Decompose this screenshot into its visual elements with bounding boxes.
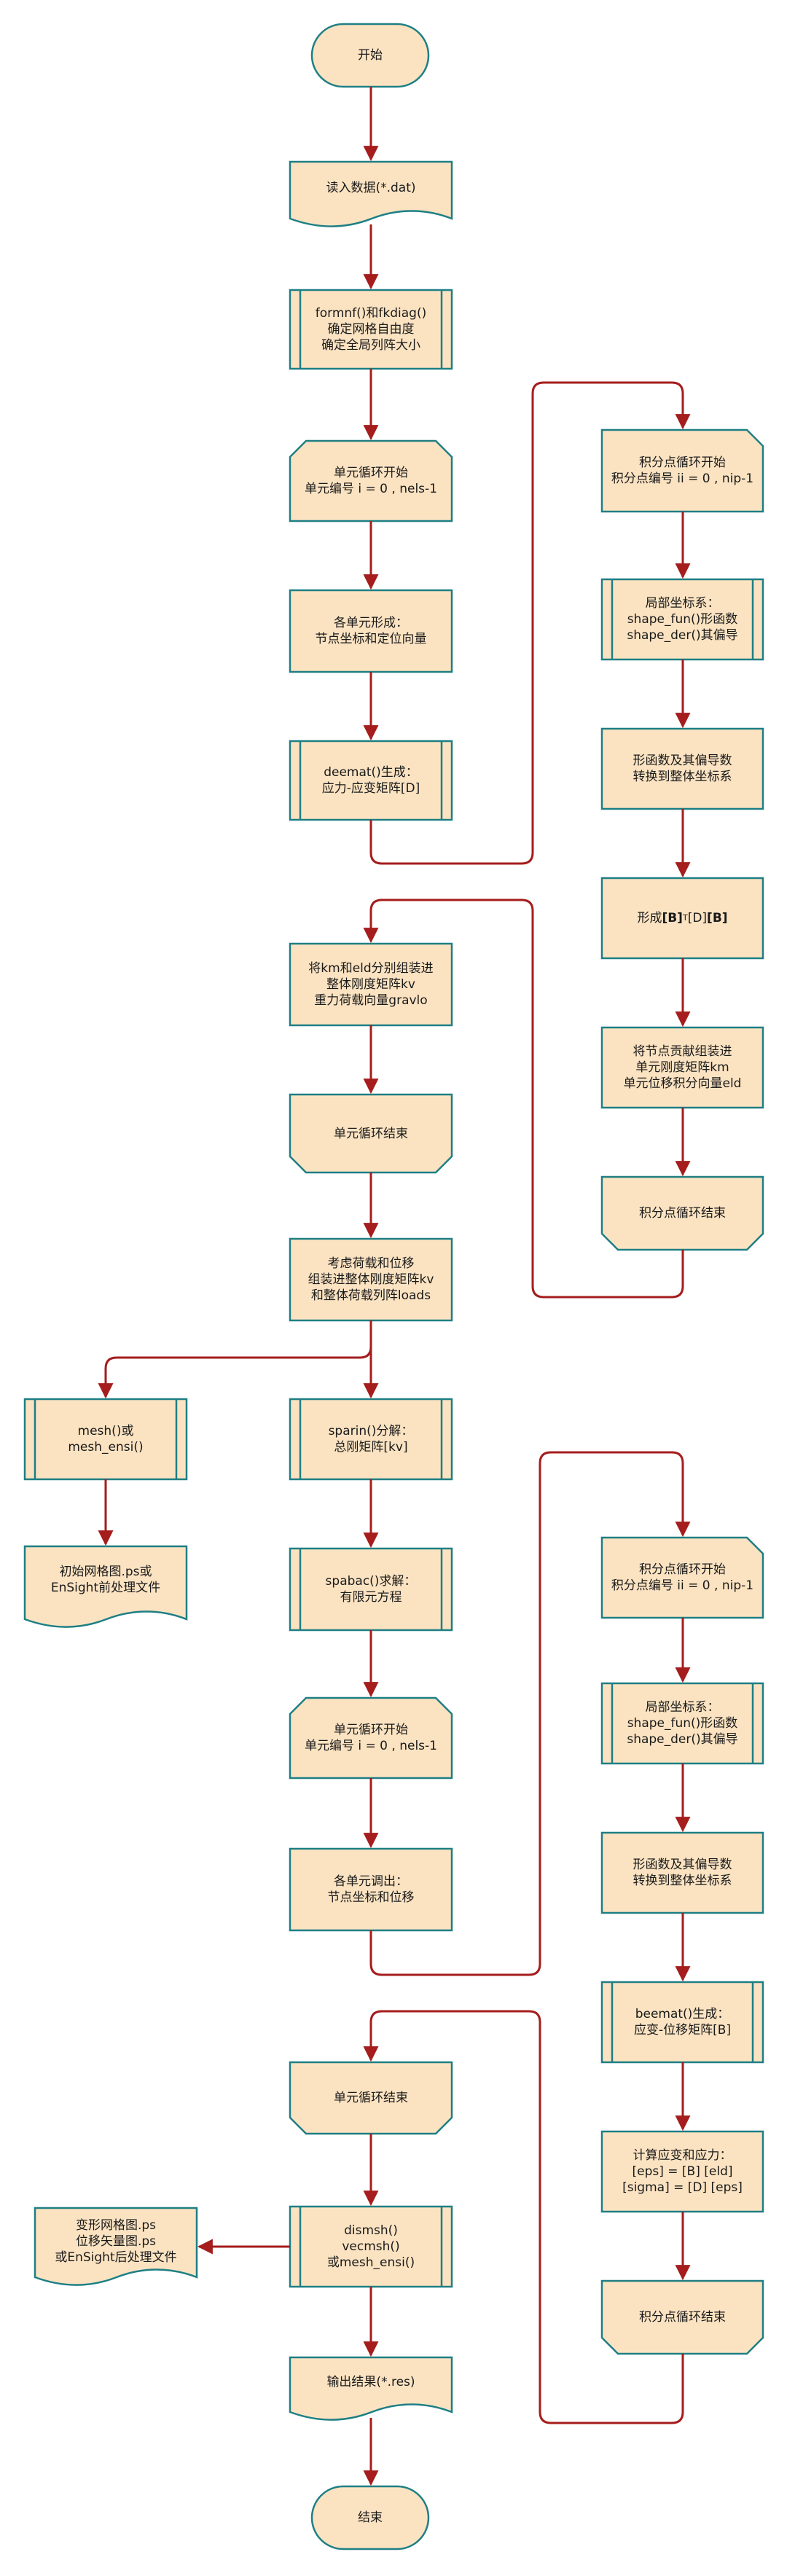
beemat-process (600, 1981, 764, 2064)
element-loop-end-label: 单元循环结束 (334, 1126, 408, 1141)
sparin-label: sparin()分解：总刚矩阵[kv] (328, 1424, 414, 1455)
output-label: 输出结果(*.res) (326, 2375, 415, 2389)
element-loop-end (289, 1093, 453, 1174)
end-label: 结束 (358, 2510, 383, 2525)
ip-loop1-start-label: 积分点循环开始积分点编号 ii = 0 , nip-1 (611, 455, 754, 486)
element-loop2-end-label: 单元循环结束 (334, 2091, 408, 2105)
dismsh-label: dismsh()vecmsh()或mesh_ensi() (326, 2223, 415, 2270)
element-recall-label: 各单元调出：节点坐标和位移 (327, 1874, 415, 1905)
sparin-process (289, 1398, 453, 1481)
ip2-local-process (600, 1682, 764, 1765)
ip1-local-process (600, 578, 764, 661)
beemat-label: beemat()生成：应变-位移矩阵[B] (633, 2007, 732, 2037)
mesh-output-document (23, 1545, 188, 1628)
element-loop-start-label: 单元循环开始单元编号 i = 0 , nels-1 (305, 466, 437, 496)
form-b-label: 形成[B]T[D] [B] (637, 911, 728, 925)
loop1-connector (369, 381, 691, 865)
ip2-transform-process (600, 1831, 764, 1914)
ip-loop2-end-label: 积分点循环结束 (639, 2310, 726, 2325)
element-loop2-start-label: 单元循环开始单元编号 i = 0 , nels-1 (305, 1723, 437, 1753)
ip-loop2-start (600, 1536, 764, 1619)
ip1-transform-label: 形函数及其偏导数转换到整体坐标系 (633, 753, 732, 784)
element-form-process (289, 589, 453, 673)
element-form-label: 各单元形成：节点坐标和定位向量 (315, 616, 427, 646)
ip2-transform-label: 形函数及其偏导数转换到整体坐标系 (633, 1857, 732, 1888)
read-data-document (289, 160, 453, 227)
element-loop2-end (289, 2061, 453, 2135)
stress-process (600, 2130, 764, 2213)
ip-loop1-end (600, 1175, 764, 1251)
ip-loop1-end-label: 积分点循环结束 (639, 1206, 726, 1221)
form-b-process (600, 877, 764, 960)
loop1-return (363, 899, 684, 1299)
deemat-process (289, 740, 453, 821)
output-document (289, 2356, 453, 2421)
formnf-process (289, 289, 453, 370)
spabac-label: spabac()求解：有限元方程 (325, 1574, 417, 1605)
start-label: 开始 (358, 48, 383, 63)
element-recall-process (289, 1847, 453, 1932)
loop2-connector (369, 1451, 691, 1976)
ip-loop2-end (600, 2279, 764, 2355)
dismsh-output-document (34, 2207, 198, 2286)
ip-loop2-start-label: 积分点循环开始积分点编号 ii = 0 , nip-1 (611, 1562, 754, 1593)
element-loop-start (289, 439, 453, 522)
mesh-branch (98, 1320, 372, 1399)
end-terminal (310, 2485, 430, 2550)
assemble-process (289, 942, 453, 1027)
read-data-label: 读入数据(*.dat) (326, 181, 416, 195)
deemat-label: deemat()生成：应力-应变矩阵[D] (321, 765, 420, 796)
ip-loop1-start (600, 428, 764, 513)
ip1-transform-process (600, 727, 764, 810)
dismsh-process (289, 2205, 453, 2288)
formnf-label: formnf()和fkdiag()确定网格自由度确定全局列阵大小 (315, 306, 427, 353)
element-loop2-start (289, 1696, 453, 1780)
loop2-return (363, 2010, 684, 2424)
stress-label: 计算应变和应力：[eps] = [B] [eld][sigma] = [D] [… (622, 2148, 743, 2195)
